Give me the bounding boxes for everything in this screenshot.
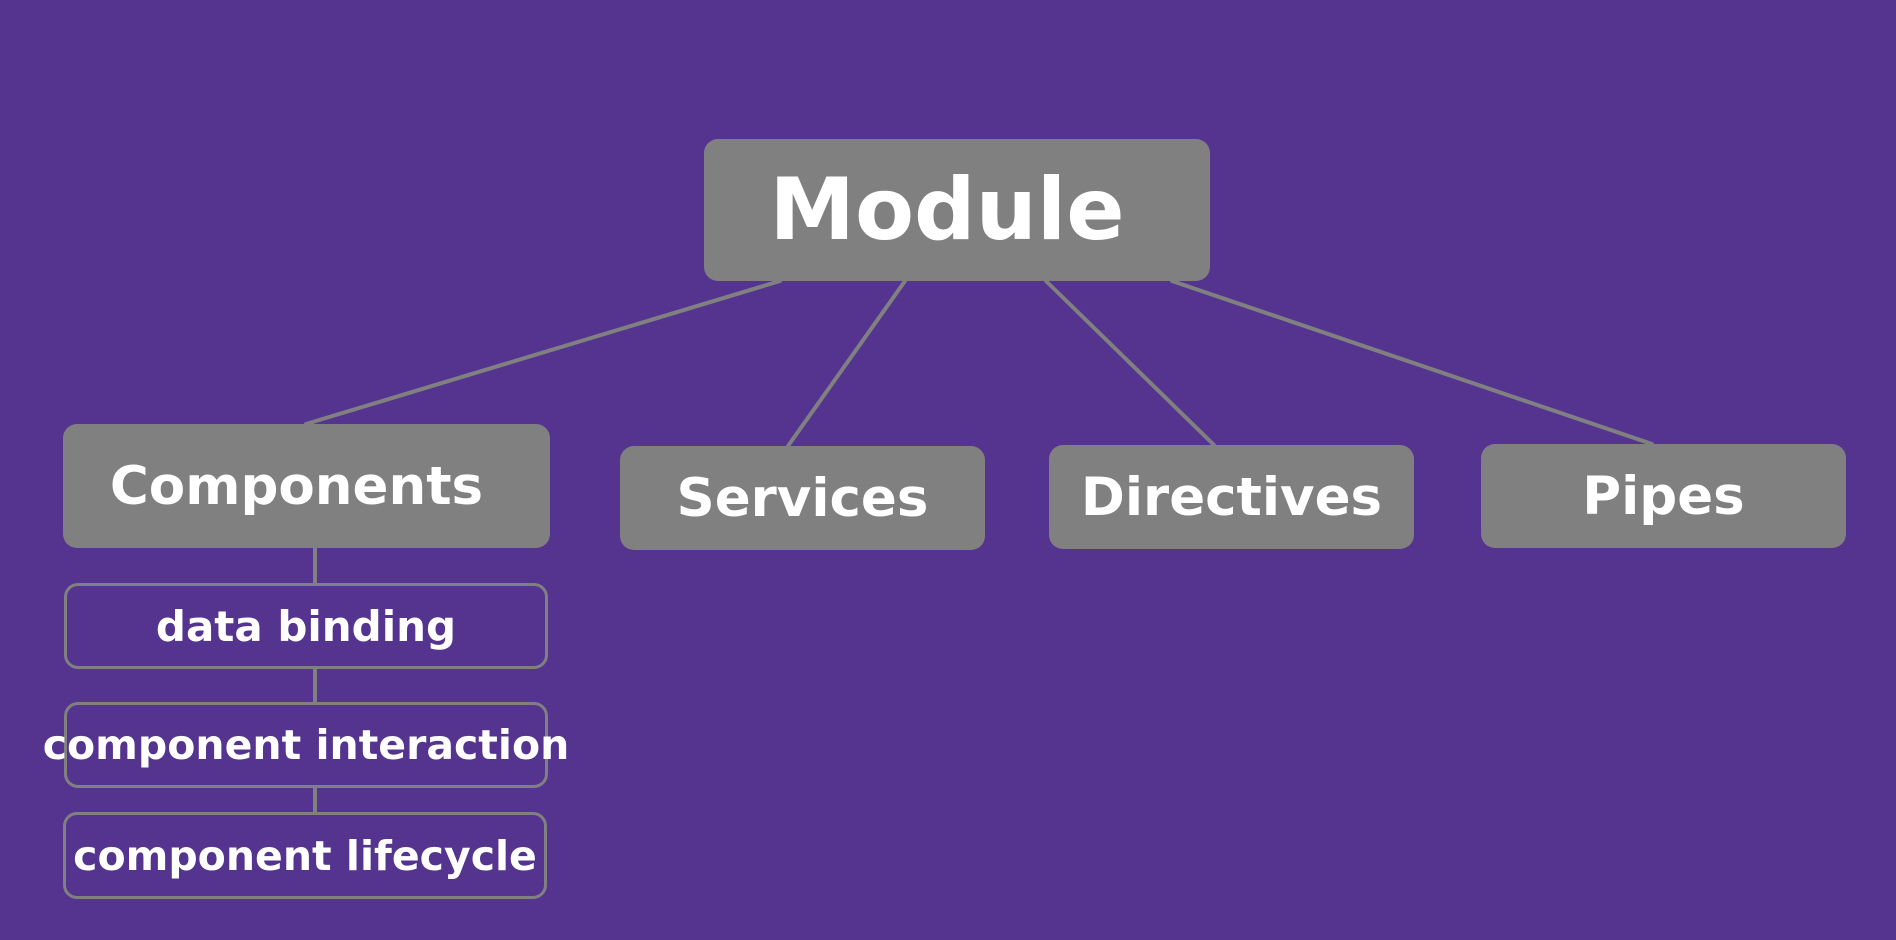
data-binding-label: data binding xyxy=(155,601,457,651)
directives-label: Directives xyxy=(1080,466,1383,528)
services-node: Services xyxy=(620,446,985,550)
component-interaction-node: component interaction xyxy=(43,702,569,788)
components-label: Components xyxy=(109,455,484,517)
connector-module-to-components xyxy=(304,279,782,426)
component-lifecycle-node: component lifecycle xyxy=(63,812,547,899)
module-label: Module xyxy=(769,160,1125,260)
pipes-node: Pipes xyxy=(1481,444,1846,548)
component-lifecycle-label: component lifecycle xyxy=(73,831,537,880)
data-binding-node: data binding xyxy=(64,583,548,669)
directives-node: Directives xyxy=(1049,445,1414,549)
connector-module-to-pipes xyxy=(1170,279,1654,446)
components-node: Components xyxy=(63,424,550,548)
connector-module-to-directives xyxy=(1044,279,1216,447)
pipes-label: Pipes xyxy=(1582,465,1745,527)
connector-module-to-services xyxy=(786,279,907,448)
services-label: Services xyxy=(676,467,929,529)
component-interaction-label: component interaction xyxy=(42,721,570,769)
module-node: Module xyxy=(704,139,1210,281)
